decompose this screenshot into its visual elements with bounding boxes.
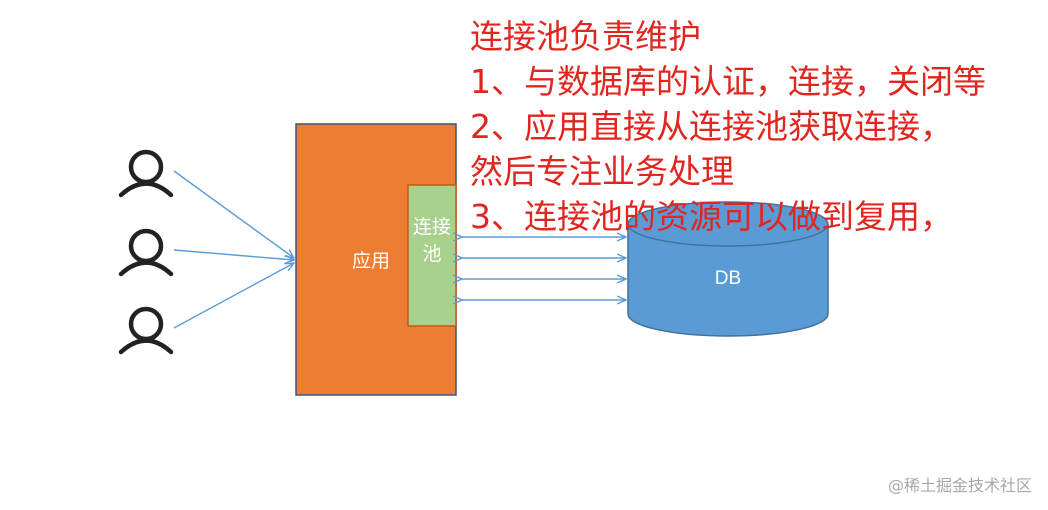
user-to-app-arrow: [173, 170, 294, 258]
user-icon: [118, 306, 174, 355]
connection-pool-label: 连接池: [412, 216, 451, 265]
notes-text: 连接池负责维护 1、与数据库的认证，连接，关闭等 2、应用直接从连接池获取连接，…: [470, 14, 986, 239]
database-label: DB: [714, 268, 742, 289]
user-to-app-arrow: [173, 249, 294, 260]
user-to-app-arrow: [173, 263, 294, 329]
note-line: 然后专注业务处理: [470, 152, 734, 191]
note-line: 1、与数据库的认证，连接，关闭等: [470, 62, 986, 101]
connection-pool-box: [407, 184, 457, 327]
user-icon: [118, 149, 174, 198]
application-label: 应用: [352, 250, 391, 272]
database-cylinder: [627, 201, 829, 337]
watermark: @稀土掘金技术社区: [887, 476, 1032, 495]
note-line: 3、连接池的资源可以做到复用，: [470, 197, 953, 236]
note-line: 2、应用直接从连接池获取连接，: [470, 107, 953, 146]
note-line: 连接池负责维护: [470, 17, 701, 56]
user-icon: [118, 228, 174, 277]
